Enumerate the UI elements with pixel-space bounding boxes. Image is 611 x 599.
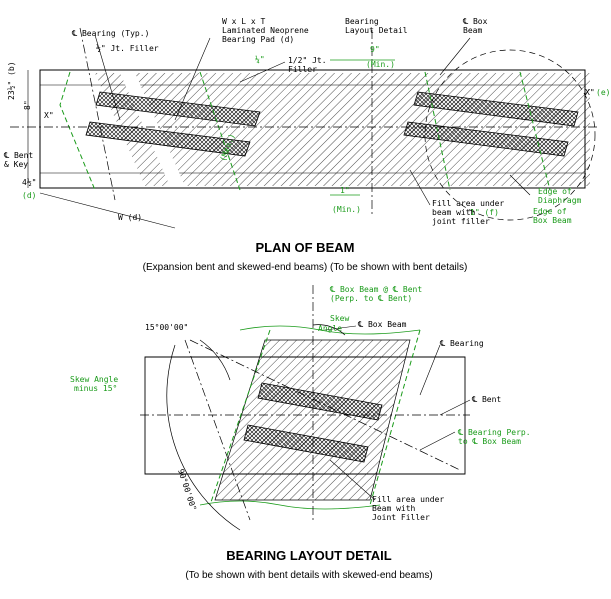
label-dim-x-right: X" [585,88,595,97]
label-edge-box-2: Box Beam [533,216,572,225]
label-bearing-layout-1: Bearing [345,17,379,26]
label-layout-fill-2: Beam with [372,504,416,513]
label-dim-23: 23½" (b) [6,61,16,100]
label-dim-min: (Min.) [366,60,395,69]
layout-bearing-centerline [184,339,251,521]
label-dim-e: (e) [596,88,610,97]
bearing-layout-detail: ℄ Box Beam @ ℄ Bent (Perp. to ℄ Bent) Sk… [70,285,531,581]
bearing-pad-left-lower [85,121,251,157]
label-angle-15: 15°00'00" [145,323,188,332]
leader-fill-area [409,169,431,206]
label-cl-box-perp-2: (Perp. to ℄ Bent) [330,294,412,303]
label-cl-bent-2: & Key [4,160,28,169]
label-fill-3: joint filler [432,217,490,226]
leader-pad [174,37,211,121]
label-bearing-layout-2: Layout Detail [345,26,408,35]
leader-layout-fill [329,459,376,501]
diaphragm-edge-left [59,71,96,191]
angle-15-arc [199,339,231,381]
label-dim-1f: 1" (f) [470,208,499,217]
label-cl-bent: ℄ Bent [471,395,501,404]
label-pad-line1: W x L x T [222,17,266,26]
label-skew: Skew [330,314,349,323]
label-dim-quarter: ¼" [255,55,265,64]
layout-title: BEARING LAYOUT DETAIL [226,548,391,563]
label-dim-d: (d) [22,191,36,200]
label-pad-line3: Bearing Pad (d) [222,35,294,44]
label-cl-box-2: Beam [463,26,482,35]
label-cl-bearing: ℄ Bearing [439,339,484,348]
label-dim-1in: 1" [340,186,350,195]
plan-of-beam: ℄ Bearing (Typ.) ½" Jt. Filler W x L x T… [3,17,610,273]
plan-title: PLAN OF BEAM [256,240,355,255]
bearing-pad-right-upper [413,91,579,127]
label-layout-fill-3: Joint Filler [372,513,430,522]
leader-layout-bent [439,399,471,416]
layout-bearing-perp-line [189,339,461,471]
layout-pad-upper [257,382,383,421]
label-skew-minus-1: Skew Angle [70,375,118,384]
label-jt-filler-2: Filler [288,65,317,74]
leader-jt-filler [239,61,286,83]
label-jt-filler-1: 1/2" Jt. [288,56,327,65]
plan-subtitle: (Expansion bent and skewed-end beams) (T… [143,262,468,273]
dim-w-line [39,192,176,229]
layout-hatched-box [214,339,411,501]
layout-box-edge-left [209,329,271,506]
layout-edge-bottom [199,500,381,510]
layout-box-edge-right [369,329,421,506]
leader-layout-perp [419,431,456,451]
label-cl-box-beam: ℄ Box Beam [357,320,407,329]
label-cl-bearing-typ: ℄ Bearing (Typ.) [71,29,149,38]
label-dim-8: 8" [23,100,32,110]
label-jt-filler-half: ½" Jt. Filler [96,43,159,53]
leader-bearing-typ [94,34,121,121]
label-dim-1in-min: (Min.) [332,205,361,214]
label-dim-x-left: X" [44,111,54,120]
layout-pad-lower [243,424,369,463]
label-layout-fill-1: Fill area under [372,495,444,504]
label-edge-diaph-2: Diaphragm [538,196,582,205]
diaphragm-edge-mid [199,71,241,191]
skew-angle-arc [312,324,346,336]
leader-edge-diaphragm [509,174,531,196]
angle-90-arc [166,344,241,531]
leader-layout-bearing [419,344,441,396]
label-fill-2: beam with [432,208,476,217]
label-angle: Angle [318,324,342,333]
label-dim-w: W (d) [118,213,142,222]
layout-detail-circle [424,49,596,221]
label-pad-line2: Laminated Neoprene [222,26,309,35]
leader-box-beam [439,37,471,76]
label-cl-box-1: ℄ Box [462,17,488,26]
label-dim-4half: 4½" [22,177,36,187]
bearing-pad-left-upper [95,91,261,127]
label-skew-minus-2: minus 15° [74,384,117,393]
label-edge-diaph-1: Edge of [538,187,572,196]
label-dim-9in: 9" [370,45,380,54]
label-cl-box-perp-1: ℄ Box Beam @ ℄ Bent [329,285,422,294]
diaphragm-edge-right [424,71,451,191]
bearing-centerline-left [79,27,116,201]
label-cl-bearing-perp-2: to ℄ Box Beam [458,437,521,446]
label-cl-bent-1: ℄ Bent [3,151,33,160]
layout-subtitle: (To be shown with bent details with skew… [185,570,432,581]
layout-edge-top [239,325,421,335]
label-fill-1: Fill area under [432,199,504,208]
bearing-pad-right-lower [403,121,569,157]
leader-layout-box [324,325,357,331]
label-cl-bearing-perp-1: ℄ Bearing Perp. [457,428,531,437]
box-beam-edge-right [519,71,551,191]
label-edge-box-1: Edge of [533,207,567,216]
